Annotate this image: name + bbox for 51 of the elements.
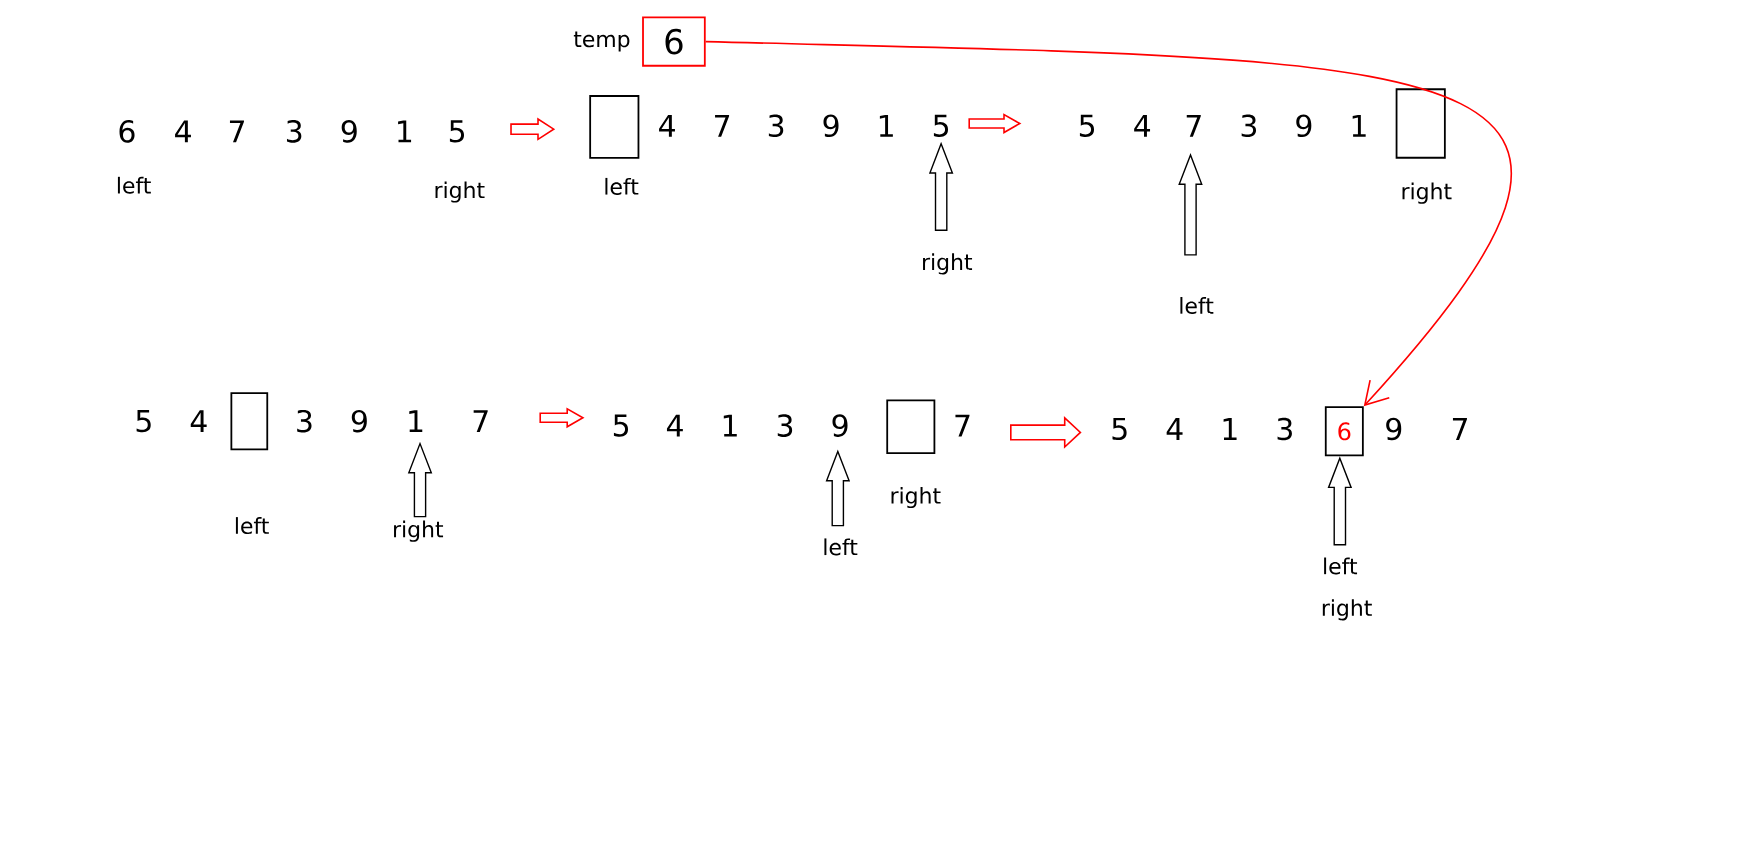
- digit: 3: [777, 414, 793, 437]
- digit: 4: [666, 414, 683, 437]
- digit: 5: [1112, 417, 1127, 441]
- digit: 9: [341, 120, 357, 143]
- pointer-label: right: [435, 181, 485, 203]
- digit: 7: [715, 114, 730, 137]
- digit: 5: [449, 120, 464, 143]
- pointer-label: left: [1180, 297, 1214, 314]
- digit: 1: [879, 114, 893, 137]
- digit: 9: [832, 414, 848, 437]
- digit: 3: [297, 409, 312, 433]
- digit: 7: [473, 410, 488, 433]
- digit: 4: [1134, 114, 1151, 137]
- digit: 7: [1452, 418, 1467, 440]
- digit: 5: [613, 414, 628, 437]
- pointer-label: right: [923, 253, 973, 275]
- digit: 1: [409, 410, 423, 433]
- digit: 7: [229, 120, 244, 143]
- digit: 4: [659, 114, 675, 137]
- empty-box: [589, 95, 640, 159]
- digit: 9: [1296, 114, 1312, 138]
- box-label: temp: [573, 31, 630, 52]
- digit: 3: [287, 120, 302, 143]
- digit: 3: [1241, 114, 1257, 138]
- pointer-label: right: [394, 520, 444, 542]
- pointer-label: left: [117, 176, 151, 194]
- pointer-label: left: [824, 538, 858, 556]
- number-box: 6: [1324, 406, 1364, 457]
- pointer-label: left: [1324, 557, 1358, 575]
- digit: 3: [1277, 417, 1292, 441]
- digit: 1: [1223, 418, 1237, 440]
- digit: 5: [1079, 114, 1094, 137]
- digit: 1: [1352, 114, 1366, 137]
- digit: 4: [175, 120, 191, 143]
- empty-box: [1395, 88, 1446, 159]
- digit: 5: [136, 410, 151, 433]
- digit: 7: [1186, 114, 1201, 137]
- number-box: 6: [642, 16, 706, 67]
- digit: 1: [398, 120, 412, 143]
- pointer-label: right: [1322, 599, 1372, 621]
- digit: 1: [723, 414, 737, 437]
- digit: 6: [119, 120, 135, 143]
- curved-arrow: [704, 40, 1510, 407]
- digit: 5: [933, 114, 948, 137]
- digit: 3: [768, 114, 784, 138]
- empty-box: [230, 392, 269, 451]
- digit: 4: [1166, 418, 1183, 440]
- empty-box: [886, 399, 936, 455]
- digit: 9: [823, 114, 839, 138]
- digit: 9: [1386, 417, 1402, 441]
- digit: 9: [351, 409, 367, 433]
